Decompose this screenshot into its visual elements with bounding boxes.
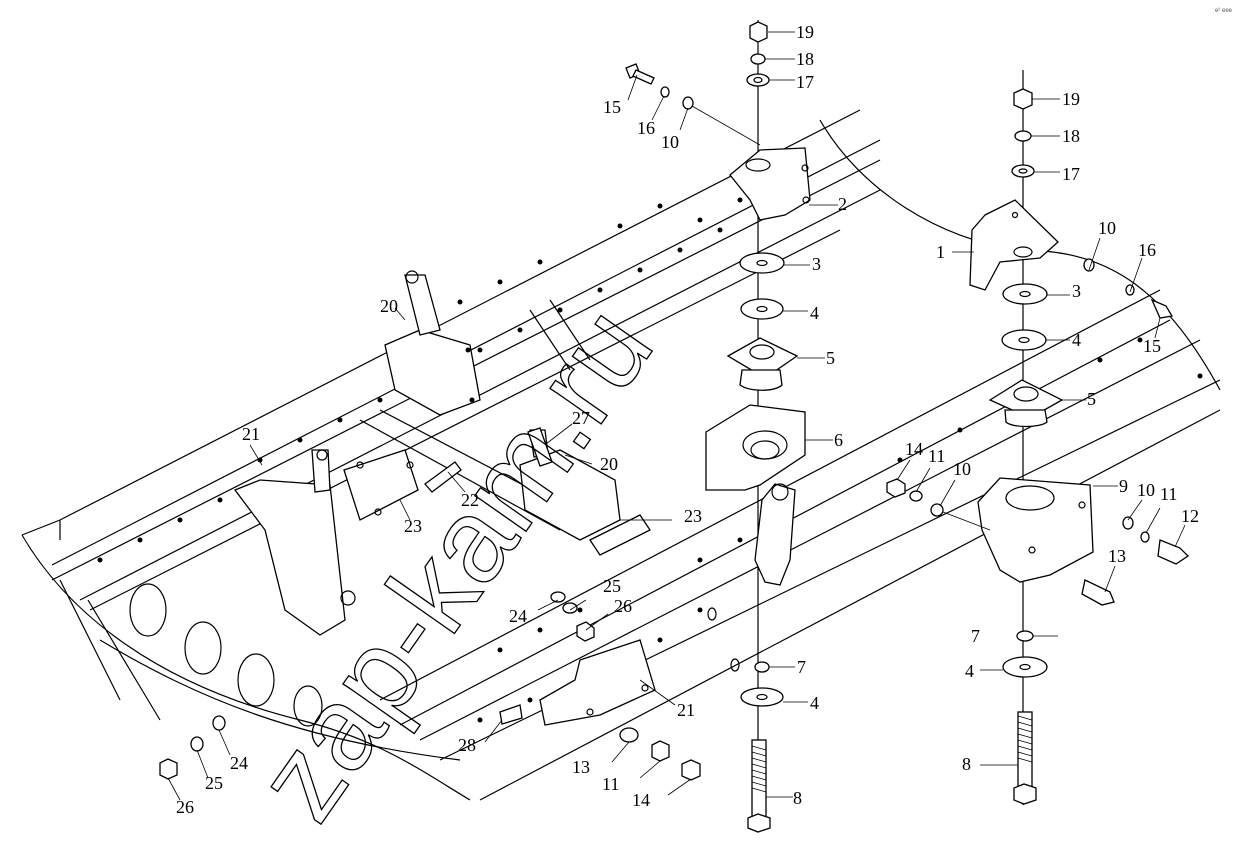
callout-11: 11	[1160, 484, 1177, 504]
callout-15: 15	[603, 97, 621, 117]
callout-15: 15	[1143, 336, 1161, 356]
callout-10: 10	[953, 459, 971, 479]
callout-14: 14	[632, 790, 650, 810]
callout-7: 7	[797, 657, 806, 677]
callout-20: 20	[380, 296, 398, 316]
callout-14: 14	[905, 439, 923, 459]
callout-18: 18	[1062, 126, 1080, 146]
callout-4: 4	[810, 693, 819, 713]
callout-5: 5	[1087, 389, 1096, 409]
callout-13: 13	[1108, 546, 1126, 566]
callout-23: 23	[404, 516, 422, 536]
callout-17: 17	[1062, 164, 1080, 184]
callout-21: 21	[242, 424, 260, 444]
callout-1: 1	[936, 242, 945, 262]
callout-9: 9	[1119, 476, 1128, 496]
callout-8: 8	[962, 754, 971, 774]
callout-26: 26	[614, 596, 632, 616]
corner-mark: e² eee	[1215, 8, 1233, 14]
callout-18: 18	[796, 49, 814, 69]
callout-24: 24	[509, 606, 527, 626]
callout-16: 16	[1138, 240, 1156, 260]
callout-25: 25	[205, 773, 223, 793]
callout-2: 2	[838, 194, 847, 214]
callout-10: 10	[661, 132, 679, 152]
callout-22: 22	[461, 490, 479, 510]
chassis-frame	[21, 109, 1221, 801]
fasteners	[159, 63, 1190, 781]
callout-11: 11	[602, 774, 619, 794]
callout-24: 24	[230, 753, 248, 773]
callout-4: 4	[965, 661, 974, 681]
callout-25: 25	[603, 576, 621, 596]
callout-26: 26	[176, 797, 194, 817]
callout-5: 5	[826, 348, 835, 368]
callout-labels: 19 18 17 15 16 10 2 3 4 5 6 7 4 8 19 18 …	[176, 22, 1199, 817]
callout-4: 4	[1072, 330, 1081, 350]
callout-4: 4	[810, 303, 819, 323]
callout-23: 23	[684, 506, 702, 526]
right-mount-stack	[969, 70, 1094, 805]
callout-19: 19	[1062, 89, 1080, 109]
front-bracket-assembly	[233, 270, 656, 726]
callout-28: 28	[458, 735, 476, 755]
callout-3: 3	[1072, 281, 1081, 301]
callout-21: 21	[677, 700, 695, 720]
callout-7: 7	[971, 626, 980, 646]
callout-19: 19	[796, 22, 814, 42]
callout-6: 6	[834, 430, 843, 450]
callout-27: 27	[572, 408, 590, 428]
callout-17: 17	[796, 72, 814, 92]
callout-11: 11	[928, 446, 945, 466]
callout-13: 13	[572, 757, 590, 777]
callout-20: 20	[600, 454, 618, 474]
leader-lines	[167, 31, 1186, 801]
callout-12: 12	[1181, 506, 1199, 526]
callout-8: 8	[793, 788, 802, 808]
callout-3: 3	[812, 254, 821, 274]
callout-10: 10	[1137, 480, 1155, 500]
callout-16: 16	[637, 118, 655, 138]
center-mount-stack	[705, 20, 811, 833]
callout-10: 10	[1098, 218, 1116, 238]
